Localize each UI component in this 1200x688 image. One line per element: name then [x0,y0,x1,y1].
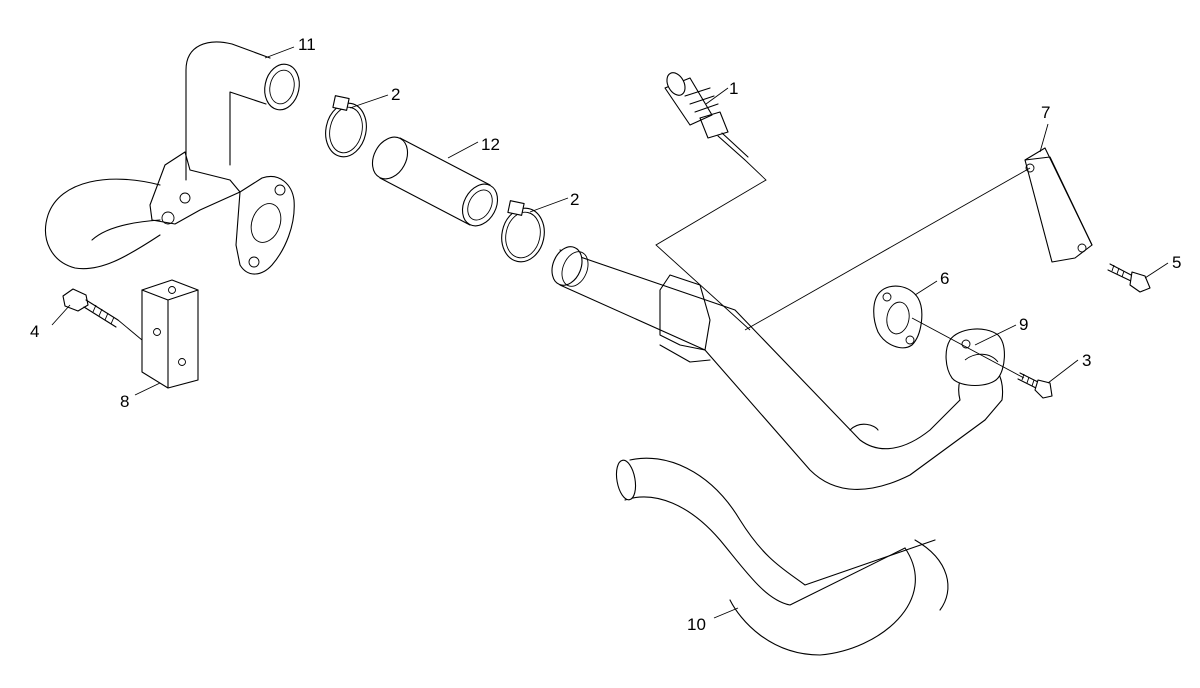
callout-11: 11 [298,35,316,54]
part-9-flange [945,328,1005,387]
part-1-sensor [664,72,749,161]
part-2-hose-clamp-upper [325,95,367,158]
callout-6: 6 [940,269,949,288]
callout-7: 7 [1041,103,1050,122]
callout-1: 1 [729,79,738,98]
callout-3: 3 [1082,351,1091,370]
callout-10: 10 [687,615,706,634]
part-10-lower-hose [615,457,949,656]
callout-labels: 11 2 12 2 1 7 5 6 9 3 4 8 10 [30,35,1181,634]
callout-8: 8 [120,392,129,411]
part-3-bolt [1017,372,1053,399]
callout-5: 5 [1172,253,1181,272]
part-11-bent-pipe [44,41,300,275]
part-4-bolt [62,288,119,328]
part-5-bolt [1107,263,1151,293]
callout-4: 4 [30,322,39,341]
callout-2-upper: 2 [391,85,400,104]
part-6-gasket [873,285,923,349]
part-12-hose-sleeve [371,136,499,227]
part-8-block [141,279,199,389]
leader-lines [51,46,1169,619]
part-2-hose-clamp-lower [501,200,545,263]
callout-12: 12 [481,135,500,154]
callout-2-lower: 2 [570,190,579,209]
callout-9: 9 [1019,315,1028,334]
part-7-bracket [1024,147,1093,263]
main-coolant-pipe [551,246,1004,490]
